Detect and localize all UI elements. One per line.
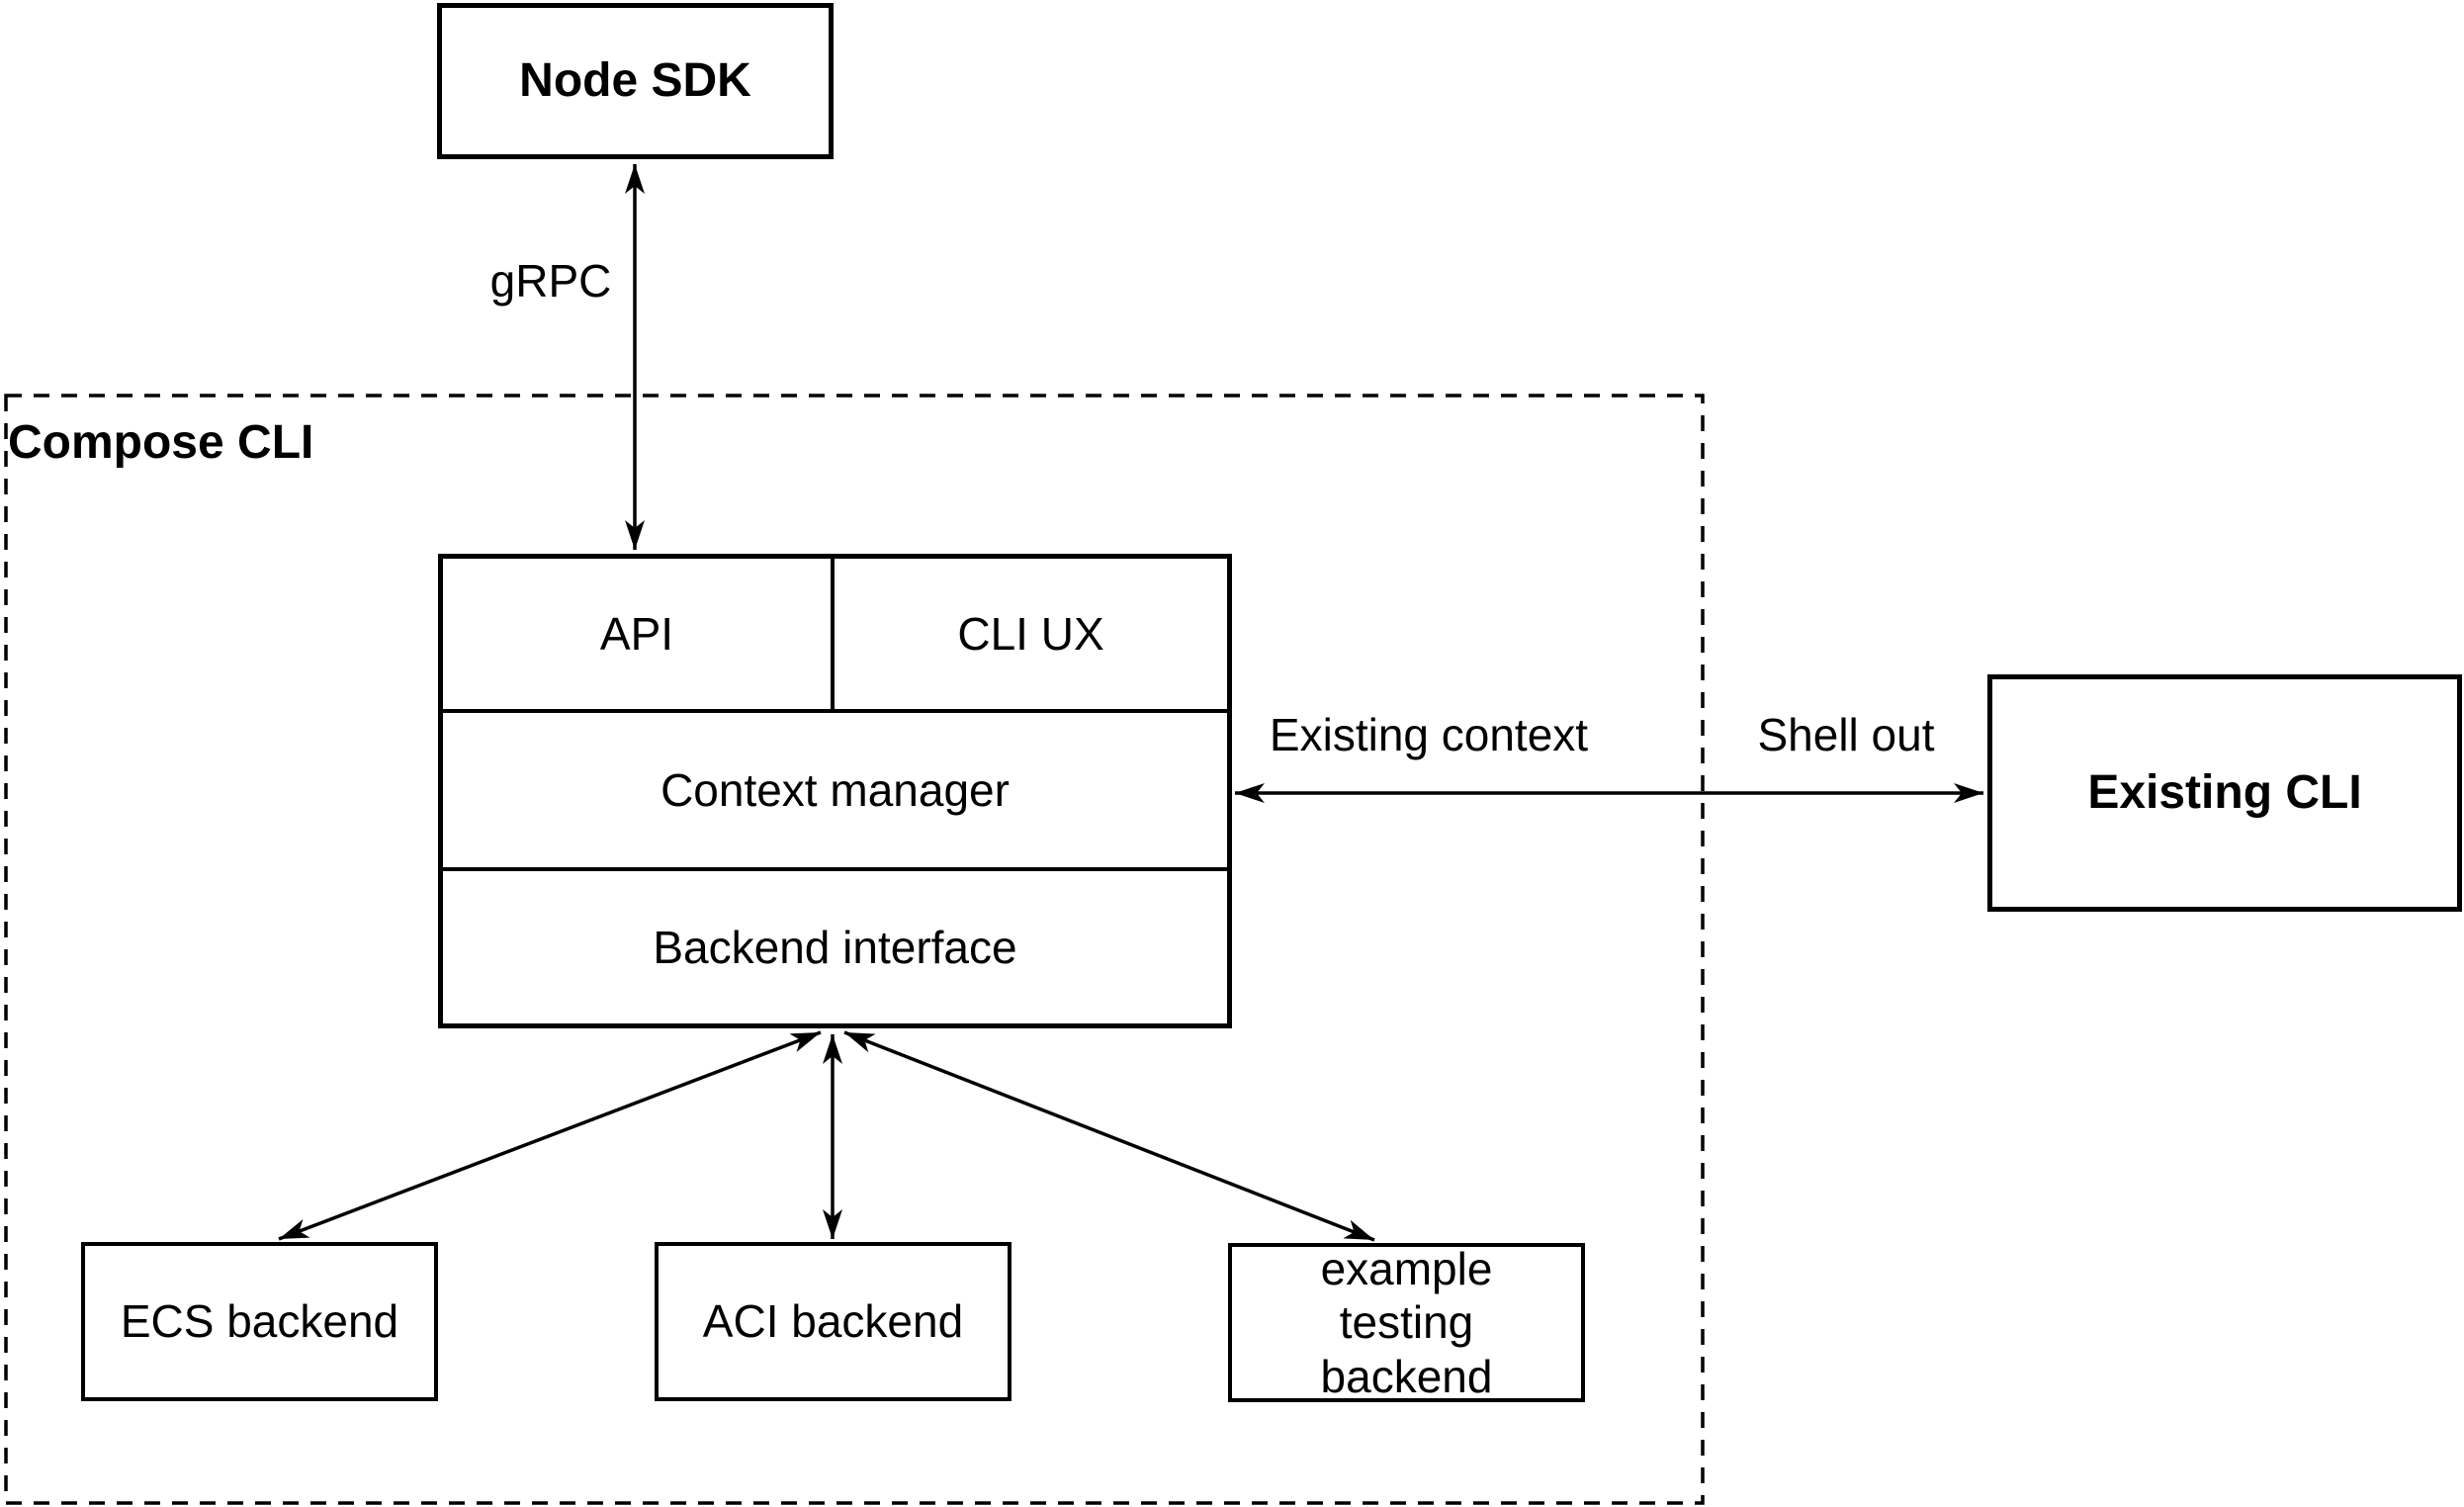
core-top-row: API CLI UX [443,559,1227,713]
cli-ux-label: CLI UX [957,608,1104,660]
existing-context-edge-label: Existing context [1269,709,1589,760]
shell-out-edge-label: Shell out [1757,709,1935,760]
ecs-backend-arrow [278,1030,822,1241]
aci-backend-box: ACI backend [655,1242,1012,1401]
ecs-backend-box: ECS backend [81,1242,438,1401]
backend-interface-label: Backend interface [653,922,1017,973]
example-testing-backend-box: example testing backend [1228,1243,1585,1402]
ecs-backend-label: ECS backend [120,1295,399,1348]
existing-cli-box: Existing CLI [1987,674,2462,912]
example-testing-backend-label: example testing backend [1320,1243,1493,1402]
backend-interface-cell: Backend interface [443,871,1227,1023]
node-sdk-label: Node SDK [519,53,751,107]
compose-cli-label: Compose CLI [8,416,314,469]
context-manager-cell: Context manager [443,713,1227,871]
api-cell: API [443,559,835,709]
context-manager-label: Context manager [660,764,1010,816]
compose-cli-core-box: API CLI UX Context manager Backend inter… [438,554,1232,1028]
grpc-edge-label: gRPC [489,255,612,307]
cli-ux-cell: CLI UX [835,559,1227,709]
node-sdk-box: Node SDK [437,3,834,159]
api-label: API [599,608,674,660]
existing-cli-label: Existing CLI [2087,765,2362,819]
example-backend-arrow [843,1030,1375,1242]
aci-backend-label: ACI backend [702,1295,964,1348]
